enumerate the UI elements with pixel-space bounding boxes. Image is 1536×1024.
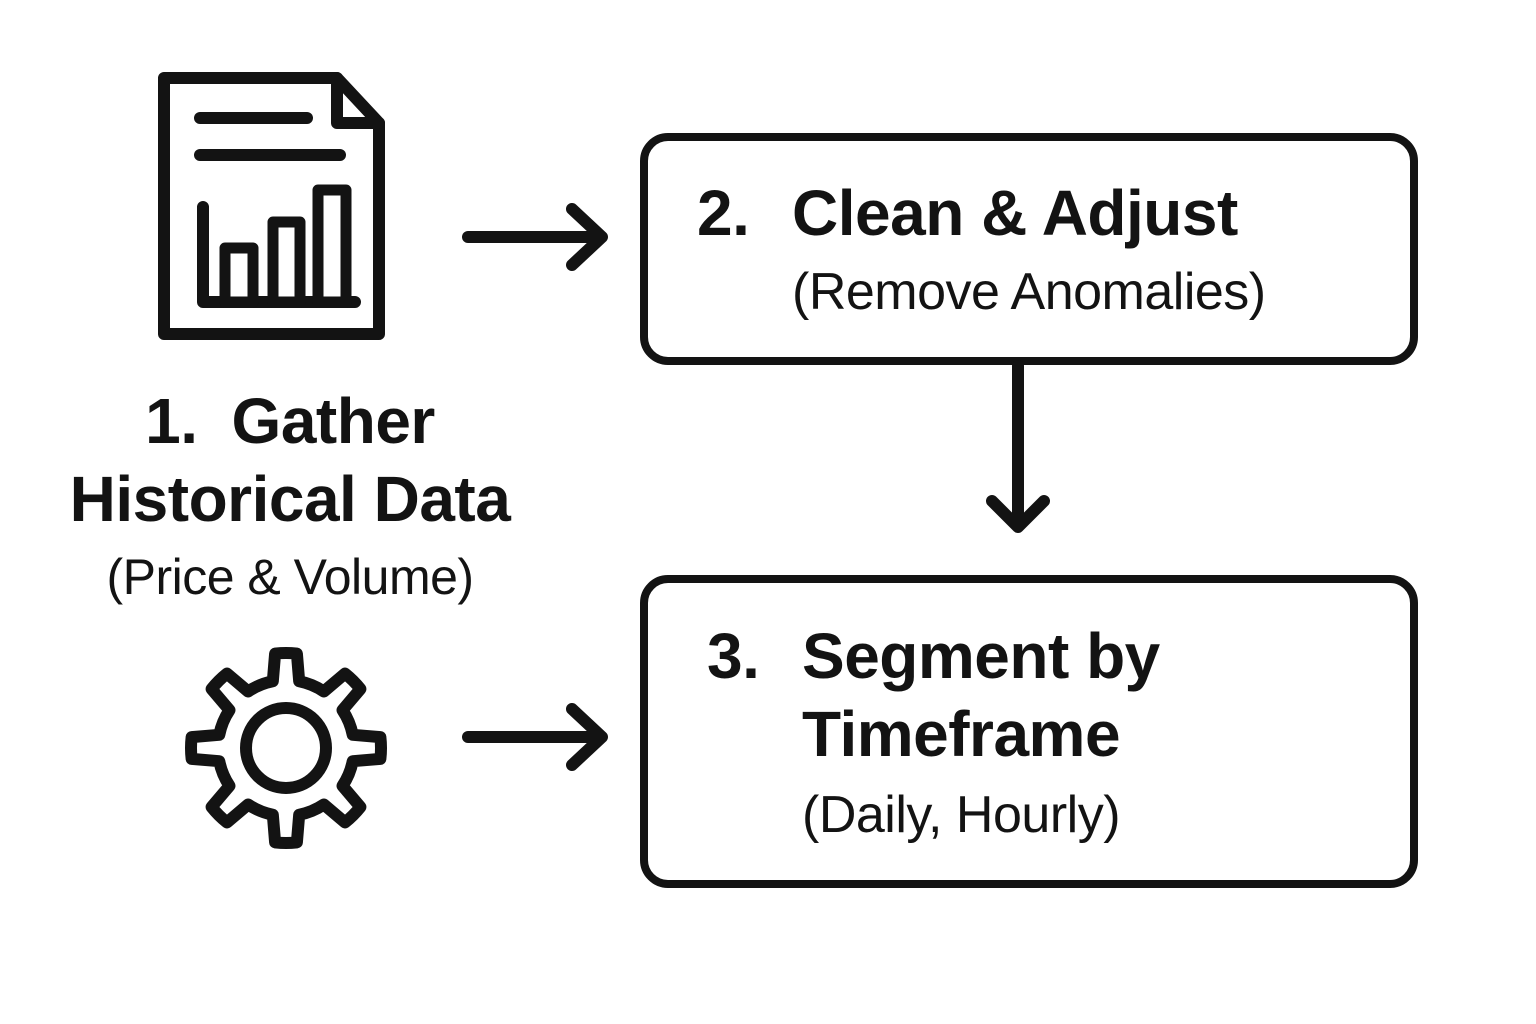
step2-box: 2. Clean & Adjust (Remove Anomalies) xyxy=(640,133,1418,365)
step3-title-row: 3. Segment by Timeframe xyxy=(707,617,1410,773)
step3-title: Segment by Timeframe xyxy=(802,617,1160,773)
step2-title-row: 2. Clean & Adjust xyxy=(697,174,1410,252)
step1-title-word: Gather xyxy=(231,385,436,457)
step3-subtitle: (Daily, Hourly) xyxy=(802,785,1121,844)
step1-title-line2: Historical Data xyxy=(69,463,511,535)
step1-subtitle: (Price & Volume) xyxy=(106,549,474,605)
step3-title-line2: Timeframe xyxy=(802,697,1121,770)
document-bar-chart-icon xyxy=(158,72,385,340)
arrow-right-gear-to-step3-icon xyxy=(462,703,608,771)
step2-title: Clean & Adjust xyxy=(792,177,1238,249)
step3-number: 3. xyxy=(707,619,760,692)
step3-title-line1: Segment by xyxy=(802,619,1160,692)
step1-number: 1. xyxy=(145,385,198,457)
arrow-right-step1-to-step2-icon xyxy=(462,203,608,271)
step2-number: 2. xyxy=(697,177,750,249)
step3-box: 3. Segment by Timeframe (Daily, Hourly) xyxy=(640,575,1418,888)
gear-icon xyxy=(185,647,387,849)
step2-subtitle: (Remove Anomalies) xyxy=(792,263,1266,321)
step1-label: 1. Gather Historical Data (Price & Volum… xyxy=(20,382,560,612)
arrow-down-step2-to-step3-icon xyxy=(986,360,1050,533)
step1-title-line1: 1. Gather xyxy=(20,382,560,460)
